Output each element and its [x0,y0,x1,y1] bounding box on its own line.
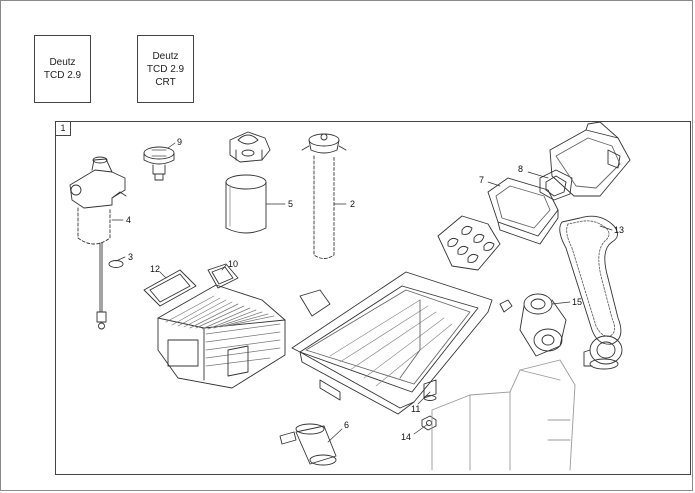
leader-lines [111,142,613,443]
o-ring-part [108,260,124,268]
bracket-plate-part [299,289,331,317]
callout-12: 12 [150,264,160,274]
air-filter-element-part [487,177,559,245]
callout-7: 7 [479,175,484,185]
model-maker: Deutz [49,57,76,68]
nut-part [421,415,437,431]
panel-number: 1 [56,122,71,136]
exploded-view-panel: 1 [55,121,691,475]
oil-filler-cap-part [143,146,175,181]
callout-9: 9 [177,137,182,147]
callout-labels: 2 3 4 5 6 7 8 9 10 11 12 13 14 15 [126,137,624,442]
filter-housing-part [69,156,127,330]
model-box-tcd29: Deutz TCD 2.9 [34,35,91,103]
model-box-tcd29-crt: Deutz TCD 2.9 CRT [137,35,194,103]
callout-6: 6 [344,420,349,430]
oil-cooler-part [157,284,286,389]
callout-13: 13 [614,225,624,235]
callout-15: 15 [572,297,582,307]
engine-block-fragment [431,359,576,471]
crankshaft-pulley-part [583,335,623,370]
filter-element-part [279,423,337,466]
callout-2: 2 [350,199,355,209]
gasket-part [143,269,197,307]
model-name: TCD 2.9 [43,70,82,81]
callout-10: 10 [228,259,238,269]
air-filter-seal-part [539,169,573,201]
callout-11: 11 [411,404,420,414]
dipstick-tube-part [301,133,347,259]
callout-3: 3 [128,252,133,262]
filter-head-bracket-part [229,131,271,163]
model-name: TCD 2.9 CRT [146,63,185,88]
oil-filter-cartridge-part [225,174,267,234]
callout-14: 14 [401,432,411,442]
air-filter-housing-part [549,121,631,197]
callout-8: 8 [518,164,523,174]
seal-part [207,263,239,289]
oil-pan-part [291,271,493,415]
callout-5: 5 [288,199,293,209]
callout-4: 4 [126,215,131,225]
model-maker: Deutz [152,50,179,62]
intake-rail-part [437,215,501,271]
drive-belt-part [559,215,622,345]
